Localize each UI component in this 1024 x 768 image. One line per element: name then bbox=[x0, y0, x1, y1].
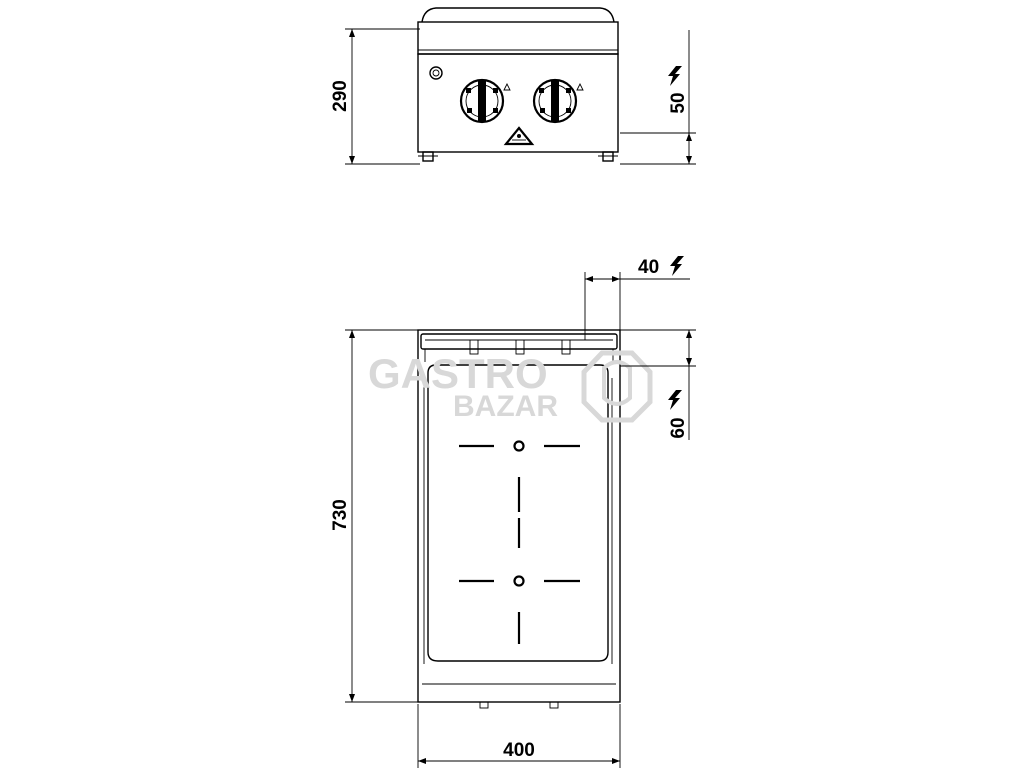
induction-zone-icon bbox=[459, 575, 580, 644]
front-dimension-electric: 50 bbox=[620, 30, 696, 165]
front-dimension-height: 290 bbox=[330, 28, 420, 165]
circle-button-icon bbox=[429, 66, 443, 80]
top-view bbox=[417, 329, 621, 709]
watermark: GASTRO BAZAR bbox=[368, 350, 653, 423]
lightning-bolt-icon bbox=[668, 390, 682, 410]
rotary-knob-icon bbox=[459, 78, 511, 124]
top-dimension-depth: 730 bbox=[330, 329, 420, 703]
rotary-knob-icon bbox=[532, 78, 584, 124]
triangle-lamp-icon bbox=[503, 126, 535, 146]
front-electric-label: 50 bbox=[668, 92, 689, 113]
top-depth-label: 730 bbox=[330, 499, 351, 531]
top-dimension-electric-x: 40 bbox=[584, 256, 690, 340]
top-dimension-width: 400 bbox=[417, 704, 621, 768]
watermark-line2: BAZAR bbox=[453, 390, 558, 423]
top-electric-y-label: 60 bbox=[668, 417, 689, 438]
induction-zone-icon bbox=[459, 440, 580, 548]
lightning-bolt-icon bbox=[670, 256, 684, 276]
lightning-bolt-icon bbox=[668, 66, 682, 86]
top-electric-x-label: 40 bbox=[638, 257, 659, 278]
watermark-logo-icon bbox=[581, 350, 653, 423]
top-dimension-electric-y: 60 bbox=[620, 329, 696, 440]
top-width-label: 400 bbox=[503, 740, 535, 761]
front-view bbox=[417, 7, 619, 162]
watermark-line1: GASTRO bbox=[368, 350, 548, 397]
front-height-label: 290 bbox=[330, 80, 351, 112]
